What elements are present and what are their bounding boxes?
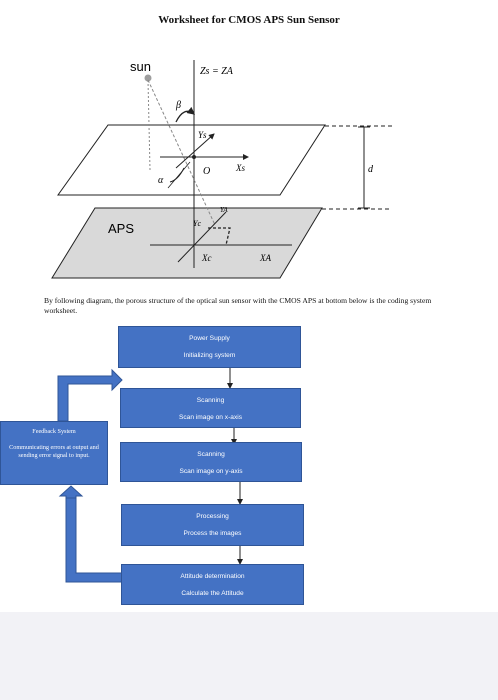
alpha-label: α: [158, 175, 164, 186]
ya-axis: [177, 211, 227, 263]
spot-projection: [208, 227, 231, 246]
ya-label: YA: [220, 206, 228, 214]
feedback-body: Communicating errors at output and sendi…: [9, 443, 99, 460]
d-label: d: [368, 164, 374, 175]
step-scan-x: Scanning Scan image on x-axis: [120, 388, 301, 428]
xc-label: Xc: [201, 253, 212, 263]
z-axis-label: Zs = ZA: [200, 66, 234, 77]
xa-label: XA: [259, 253, 271, 263]
ys-axis: [175, 133, 215, 169]
step-title: Scanning: [197, 451, 225, 458]
aps-plane: [51, 207, 323, 279]
feedback-loop-top: [57, 368, 123, 422]
aps-label: APS: [108, 221, 134, 236]
step-power-supply: Power Supply Initializing system: [118, 326, 301, 368]
step-title: Attitude determination: [180, 573, 245, 580]
beta-label: β: [175, 100, 181, 111]
step-subtitle: Process the images: [183, 530, 242, 537]
pinhole: [192, 155, 196, 159]
step-subtitle: Scan image on y-axis: [179, 468, 243, 475]
sun-projection: [147, 79, 151, 171]
step-title: Processing: [196, 513, 229, 520]
ys-label: Ys: [198, 130, 207, 140]
step-processing: Processing Process the images: [121, 504, 304, 546]
step-subtitle: Scan image on x-axis: [178, 414, 243, 421]
feedback-system-box: Feedback System Communicating errors at …: [0, 421, 108, 485]
step-subtitle: Initializing system: [183, 352, 236, 359]
xs-label: Xs: [235, 163, 245, 173]
diagram-caption: By following diagram, the porous structu…: [44, 296, 432, 315]
feedback-title: Feedback System: [32, 428, 76, 435]
step-subtitle: Calculate the Attitude: [181, 590, 244, 597]
step-title: Power Supply: [189, 335, 230, 342]
step-scan-y: Scanning Scan image on y-axis: [120, 442, 302, 482]
origin-label: O: [203, 166, 210, 177]
yc-label: Yc: [193, 219, 201, 228]
worksheet-page: Worksheet for CMOS APS Sun Sensor d Zs =…: [0, 0, 498, 612]
feedback-up-arrow: [58, 485, 84, 499]
beta-arc: [175, 106, 196, 123]
sun-ray: [147, 79, 216, 226]
page-title: Worksheet for CMOS APS Sun Sensor: [158, 14, 340, 26]
sun-sensor-diagram: d Zs = ZA sun β Ys Xs O α YA Yc Xc XA AP…: [51, 59, 392, 279]
step-title: Scanning: [196, 397, 225, 404]
alpha-ray: [167, 161, 191, 189]
step-attitude: Attitude determination Calculate the Att…: [121, 564, 304, 605]
mask-plane: [57, 124, 326, 196]
sun-dot: [144, 74, 152, 82]
sun-label: sun: [130, 59, 151, 74]
